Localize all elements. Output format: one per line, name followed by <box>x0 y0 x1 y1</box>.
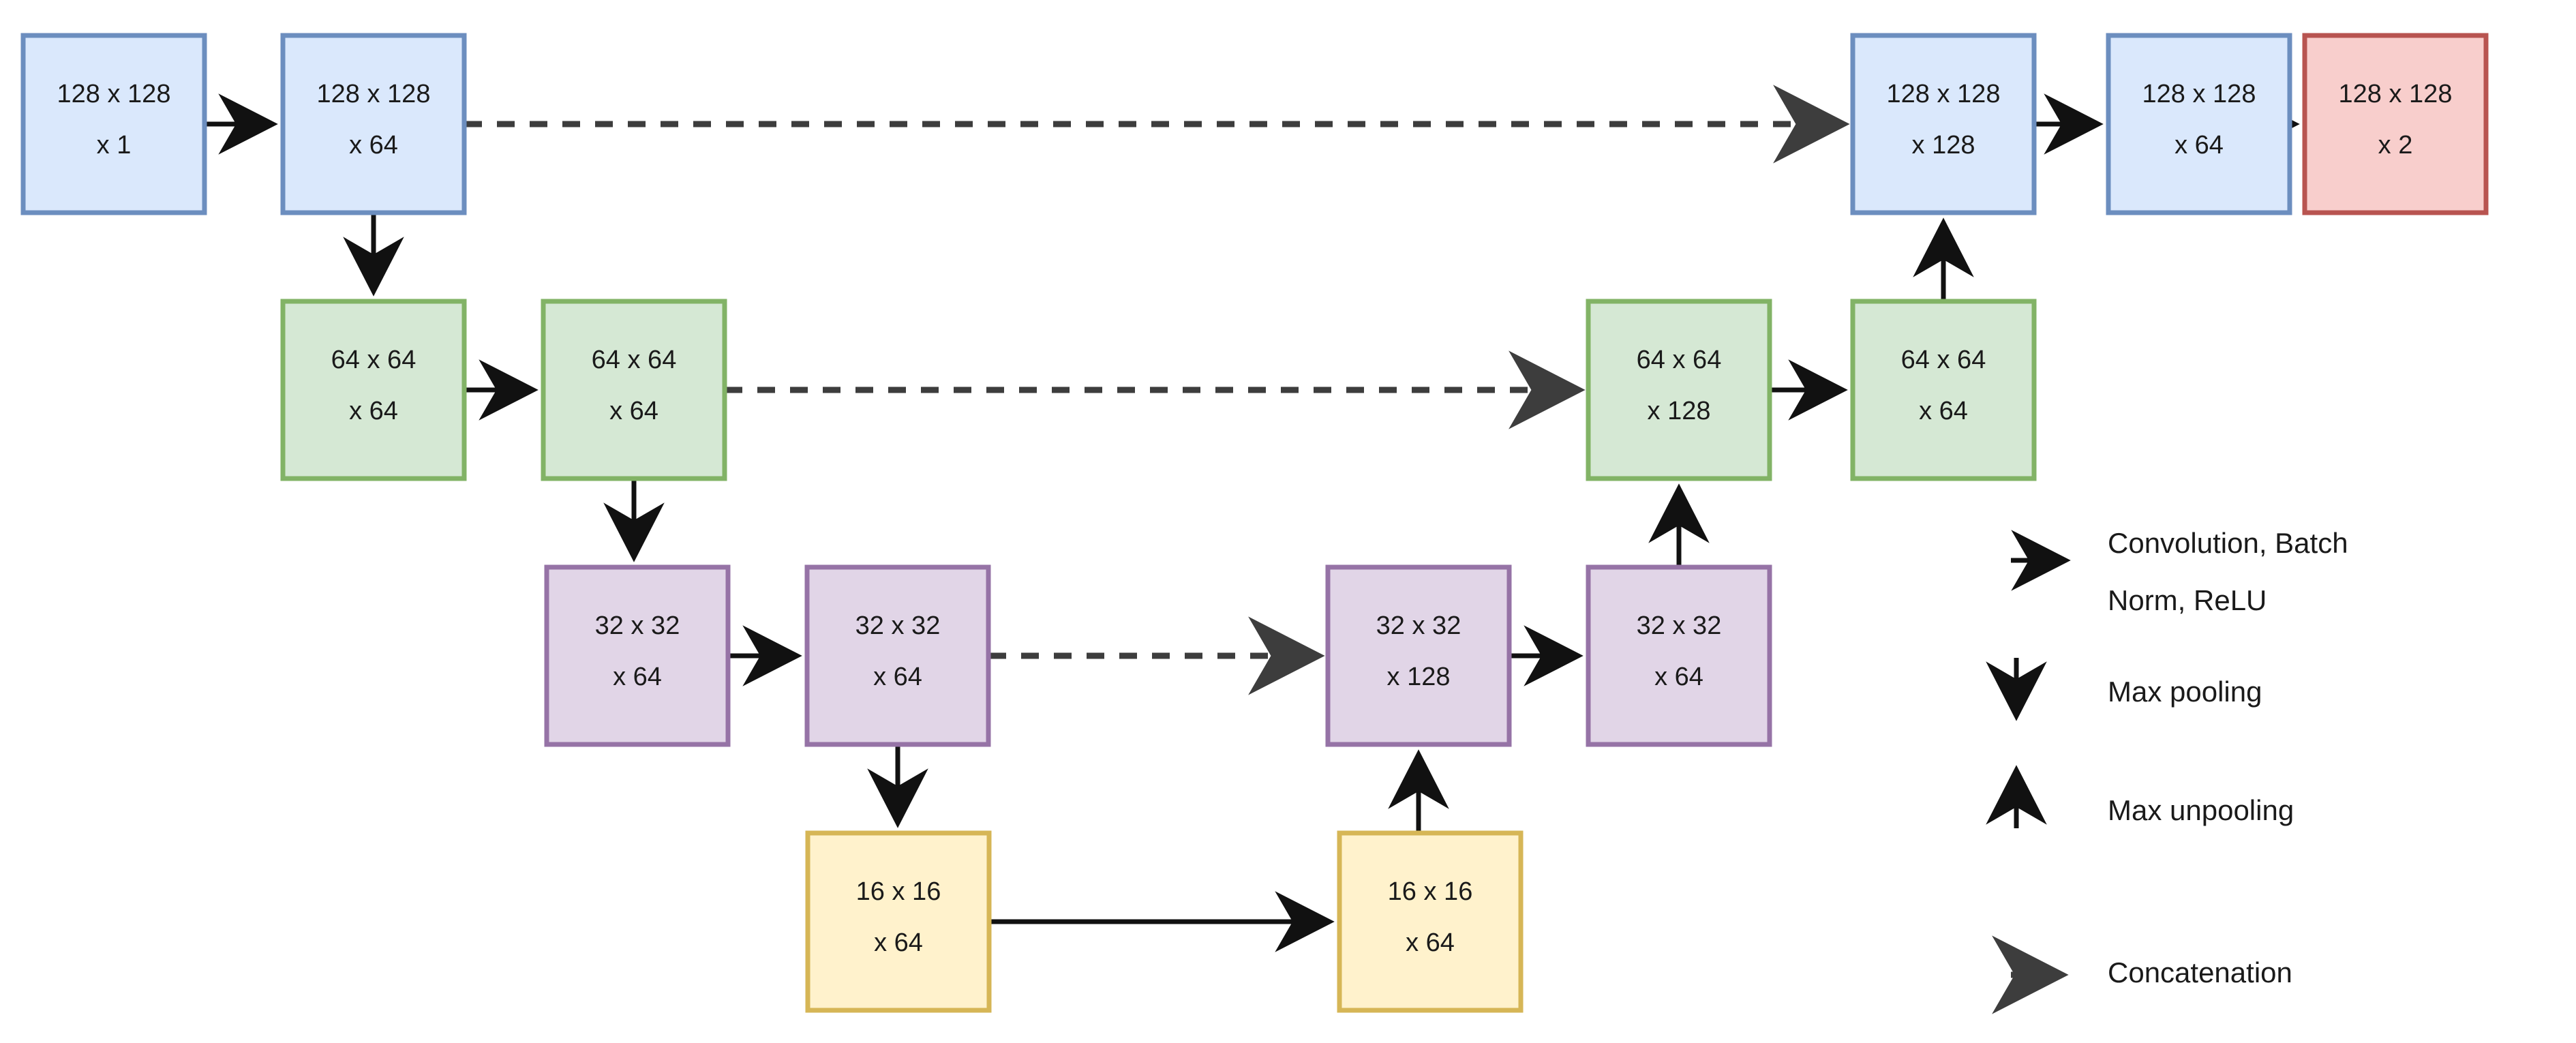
legend: Convolution, Batch Norm, ReLU Max poolin… <box>1986 527 2348 1014</box>
legend-item-max-unpooling: Max unpooling <box>1986 765 2294 828</box>
node-enc-128-1[interactable]: 128 x 128 x 1 <box>20 33 207 215</box>
node-dec-32-2[interactable]: 32 x 32 x 64 <box>1586 564 1772 747</box>
node-label-line1: 32 x 32 <box>1376 611 1461 640</box>
node-label-line1: 16 x 16 <box>856 877 941 906</box>
node-label-line2: x 2 <box>2378 131 2413 160</box>
legend-label-pooling: Max pooling <box>2108 676 2262 708</box>
node-output-128[interactable]: 128 x 128 x 2 <box>2302 33 2489 215</box>
node-label-line1: 128 x 128 <box>1887 80 2001 108</box>
node-label-line1: 32 x 32 <box>595 611 680 640</box>
node-enc-32-2[interactable]: 32 x 32 x 64 <box>804 564 991 747</box>
node-enc-128-2[interactable]: 128 x 128 x 64 <box>280 33 467 215</box>
legend-label-conv-line2: Norm, ReLU <box>2108 584 2267 616</box>
edges-layer <box>204 85 2300 952</box>
node-label-line2: x 128 <box>1648 397 1711 425</box>
node-label-line2: x 64 <box>873 663 922 691</box>
node-dec-128-2[interactable]: 128 x 128 x 64 <box>2106 33 2292 215</box>
node-label-line2: x 64 <box>609 397 658 425</box>
node-label-line1: 32 x 32 <box>855 611 941 640</box>
nodes-layer: 128 x 128 x 1 128 x 128 x 64 64 x 64 x 6… <box>20 33 2489 1013</box>
node-label-line1: 128 x 128 <box>317 80 431 108</box>
node-label-line2: x 1 <box>97 131 132 160</box>
node-enc-32-1[interactable]: 32 x 32 x 64 <box>544 564 731 747</box>
node-dec-128-1[interactable]: 128 x 128 x 128 <box>1850 33 2037 215</box>
node-dec-64-1[interactable]: 64 x 64 x 128 <box>1586 299 1772 481</box>
node-label-line1: 128 x 128 <box>57 80 171 108</box>
node-label-line1: 128 x 128 <box>2339 80 2453 108</box>
node-label-line1: 64 x 64 <box>1637 346 1722 374</box>
legend-item-convolution: Convolution, Batch Norm, ReLU <box>2011 527 2348 616</box>
node-label-line1: 64 x 64 <box>331 346 416 374</box>
node-enc-64-1[interactable]: 64 x 64 x 64 <box>280 299 467 481</box>
node-label-line1: 64 x 64 <box>1901 346 1986 374</box>
node-dec-64-2[interactable]: 64 x 64 x 64 <box>1850 299 2037 481</box>
node-label-line1: 32 x 32 <box>1637 611 1722 640</box>
node-label-line1: 64 x 64 <box>592 346 677 374</box>
node-label-line1: 16 x 16 <box>1388 877 1473 906</box>
node-label-line2: x 64 <box>1919 397 1968 425</box>
node-label-line2: x 64 <box>874 928 923 957</box>
legend-label-concatenation: Concatenation <box>2108 956 2292 988</box>
node-label-line2: x 64 <box>1654 663 1703 691</box>
node-dec-32-1[interactable]: 32 x 32 x 128 <box>1325 564 1512 747</box>
node-label-line2: x 128 <box>1387 663 1451 691</box>
node-label-line2: x 64 <box>613 663 662 691</box>
node-label-line2: x 128 <box>1912 131 1975 160</box>
node-label-line2: x 64 <box>349 131 398 160</box>
node-label-line1: 128 x 128 <box>2142 80 2256 108</box>
node-bot-16-2[interactable]: 16 x 16 x 64 <box>1337 830 1524 1013</box>
node-label-line2: x 64 <box>2175 131 2224 160</box>
node-label-line2: x 64 <box>349 397 398 425</box>
node-enc-64-2[interactable]: 64 x 64 x 64 <box>541 299 727 481</box>
legend-label-conv-line1: Convolution, Batch <box>2108 527 2348 559</box>
legend-label-unpooling: Max unpooling <box>2108 794 2294 826</box>
legend-item-concatenation: Concatenation <box>1992 935 2292 1014</box>
node-label-line2: x 64 <box>1406 928 1455 957</box>
node-bot-16-1[interactable]: 16 x 16 x 64 <box>805 830 992 1013</box>
legend-item-max-pooling: Max pooling <box>1986 658 2262 721</box>
